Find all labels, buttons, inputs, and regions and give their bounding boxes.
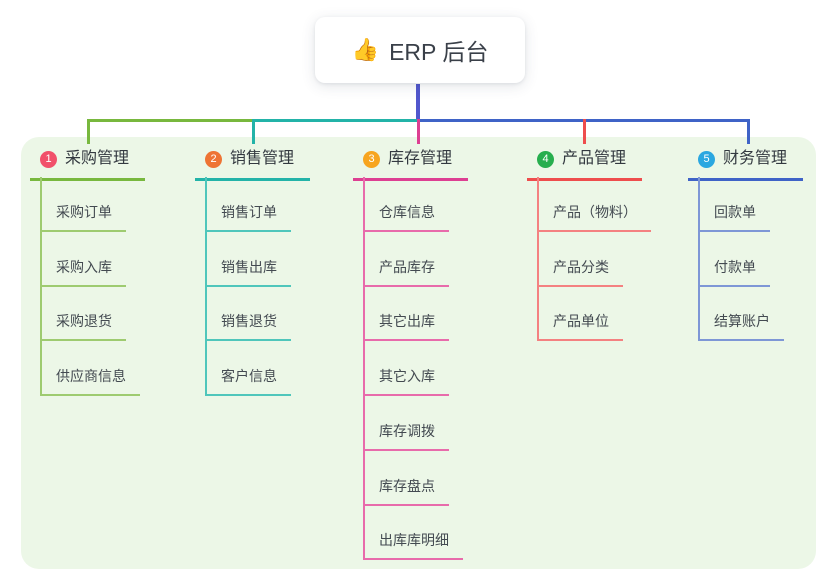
child-node[interactable]: 库存调拨 (363, 421, 449, 451)
badge-1-icon: 1 (40, 150, 57, 168)
badge-5-icon: 5 (698, 150, 715, 168)
branch-label: 财务管理 (723, 150, 788, 167)
child-node[interactable]: 采购订单 (40, 202, 126, 232)
branch-child-connector (537, 177, 539, 341)
child-node[interactable]: 产品库存 (363, 257, 449, 287)
root-connector-line (416, 84, 420, 121)
badge-3-icon: 3 (363, 150, 380, 168)
child-node[interactable]: 采购退货 (40, 311, 126, 341)
child-node[interactable]: 结算账户 (698, 311, 784, 341)
branch-node-product[interactable]: 4 产品管理 (527, 146, 643, 181)
branch-label: 采购管理 (65, 150, 130, 167)
branch-node-finance[interactable]: 5 财务管理 (688, 146, 804, 181)
thumbs-up-icon: 👍 (351, 37, 380, 62)
child-node[interactable]: 出库库明细 (363, 530, 463, 560)
bus-segment-purchase (87, 119, 255, 122)
branch-label: 产品管理 (562, 150, 627, 167)
branch-child-connector (698, 177, 700, 341)
child-node[interactable]: 采购入库 (40, 257, 126, 287)
branch-finance: 5 财务管理 回款单 付款单 结算账户 (688, 146, 804, 341)
child-node[interactable]: 产品（物料） (537, 202, 651, 232)
branch-child-connector (363, 177, 365, 560)
drop-line-finance (747, 119, 750, 144)
child-node[interactable]: 付款单 (698, 257, 770, 287)
drop-line-inventory (417, 119, 420, 144)
branch-sales: 2 销售管理 销售订单 销售出库 销售退货 客户信息 (195, 146, 311, 396)
branches-background-panel (21, 137, 816, 569)
drop-line-sales (252, 119, 255, 144)
branch-label: 库存管理 (388, 150, 453, 167)
branch-label: 销售管理 (230, 150, 295, 167)
branch-product: 4 产品管理 产品（物料） 产品分类 产品单位 (527, 146, 651, 341)
child-node[interactable]: 客户信息 (205, 366, 291, 396)
badge-4-icon: 4 (537, 150, 554, 168)
branch-node-sales[interactable]: 2 销售管理 (195, 146, 311, 181)
child-node[interactable]: 供应商信息 (40, 366, 140, 396)
bus-segment-sales (252, 119, 419, 122)
child-node[interactable]: 其它出库 (363, 311, 449, 341)
child-node[interactable]: 回款单 (698, 202, 770, 232)
child-node[interactable]: 销售订单 (205, 202, 291, 232)
root-title: ERP 后台 (389, 39, 489, 65)
drop-line-product (583, 119, 586, 144)
branch-purchase: 1 采购管理 采购订单 采购入库 采购退货 供应商信息 (30, 146, 146, 396)
branch-node-inventory[interactable]: 3 库存管理 (353, 146, 469, 181)
root-node[interactable]: 👍 ERP 后台 (315, 17, 525, 83)
child-node[interactable]: 销售出库 (205, 257, 291, 287)
branch-inventory: 3 库存管理 仓库信息 产品库存 其它出库 其它入库 库存调拨 库存盘点 出库库… (353, 146, 469, 560)
badge-2-icon: 2 (205, 150, 222, 168)
drop-line-purchase (87, 119, 90, 144)
child-node[interactable]: 销售退货 (205, 311, 291, 341)
child-node[interactable]: 库存盘点 (363, 476, 449, 506)
child-node[interactable]: 其它入库 (363, 366, 449, 396)
child-node[interactable]: 产品单位 (537, 311, 623, 341)
child-node[interactable]: 产品分类 (537, 257, 623, 287)
child-node[interactable]: 仓库信息 (363, 202, 449, 232)
branch-node-purchase[interactable]: 1 采购管理 (30, 146, 146, 181)
